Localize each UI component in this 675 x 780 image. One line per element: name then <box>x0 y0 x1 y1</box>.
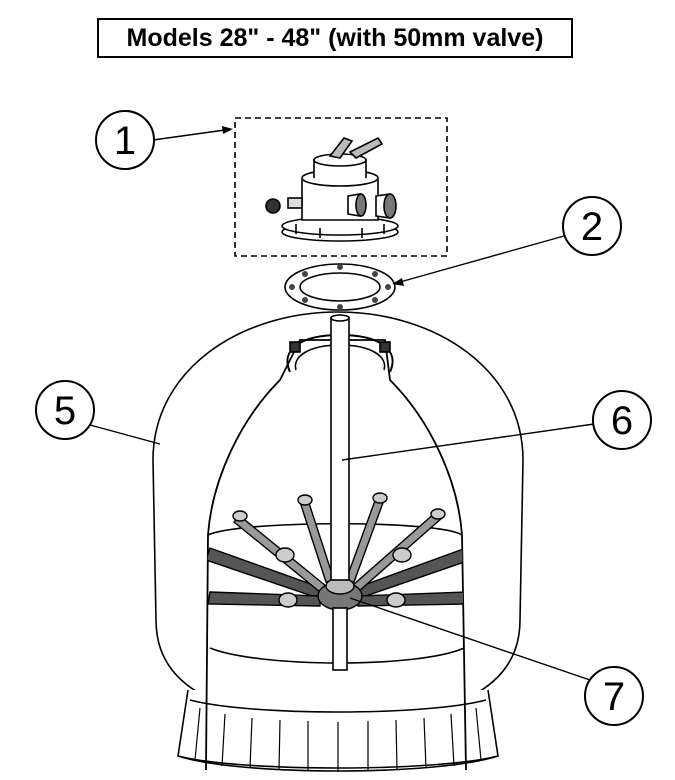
callout-2-label: 2 <box>581 205 603 249</box>
valve-dashed-box <box>234 117 448 257</box>
callout-circle <box>584 666 644 726</box>
leader-line <box>341 423 595 461</box>
callout-7-label: 7 <box>603 675 625 719</box>
callout-7: 7 <box>349 597 644 726</box>
arrow-head <box>222 126 233 134</box>
callout-1: 1 <box>95 110 233 170</box>
callout-5: 5 <box>35 380 161 445</box>
diagram-title: Models 28" - 48" (with 50mm valve) <box>126 23 544 52</box>
callout-circle <box>562 196 622 256</box>
valve-flange-gasket-part <box>284 263 396 311</box>
multiport-valve-part <box>265 136 399 242</box>
leader-line <box>152 129 226 141</box>
callout-5-label: 5 <box>54 389 76 433</box>
central-pipe-part <box>330 314 350 671</box>
callout-circle <box>592 390 652 450</box>
diagram-title-box: Models 28" - 48" (with 50mm valve) <box>97 18 573 58</box>
leader-line <box>399 235 565 283</box>
leader-line <box>89 424 161 445</box>
callout-6-label: 6 <box>611 399 633 443</box>
laterals-assembly-part <box>206 492 466 611</box>
leader-line <box>349 597 591 681</box>
callout-6: 6 <box>341 390 652 461</box>
callout-1-label: 1 <box>114 119 136 163</box>
callout-circle <box>35 380 95 440</box>
callout-2: 2 <box>392 196 622 286</box>
arrow-head <box>392 278 404 286</box>
